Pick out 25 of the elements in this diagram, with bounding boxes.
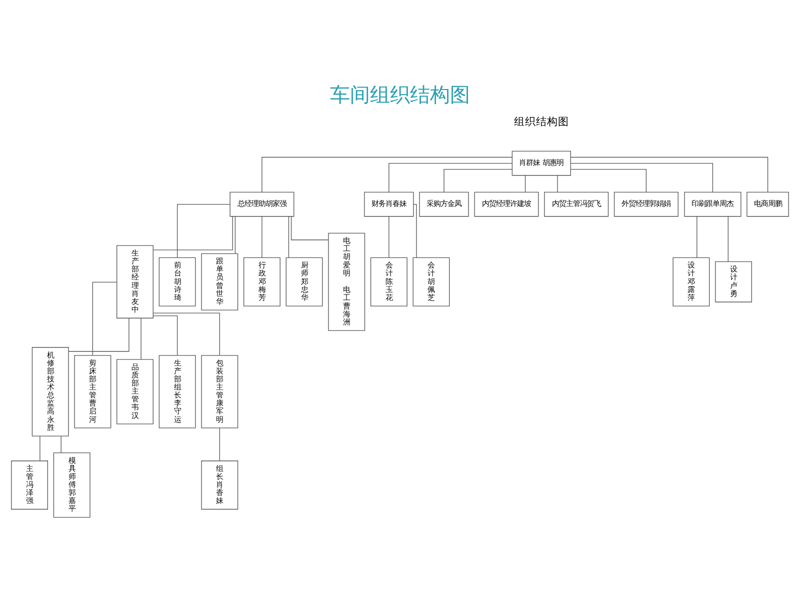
connector: [68, 318, 130, 352]
connector: [152, 315, 178, 356]
connector: [153, 216, 233, 250]
connector: [444, 169, 513, 192]
connector: [388, 162, 512, 192]
connector: [290, 216, 328, 240]
connector: [570, 162, 714, 192]
connector: [557, 175, 558, 192]
connector: [696, 216, 698, 258]
label: 组织结构图: [514, 114, 569, 128]
connector: [570, 169, 647, 192]
connector: [152, 312, 220, 356]
connector: [570, 156, 768, 192]
diagram-title: 车间组织结构图: [330, 82, 470, 106]
connector: [234, 216, 236, 254]
connector: [262, 156, 512, 192]
connector: [413, 204, 417, 258]
connector: [388, 216, 390, 258]
connector: [288, 216, 290, 258]
connector: [60, 436, 62, 453]
connector: [92, 282, 118, 356]
connector: [176, 204, 230, 258]
connector: [524, 175, 526, 192]
connector: [140, 318, 142, 360]
connector: [219, 428, 220, 462]
